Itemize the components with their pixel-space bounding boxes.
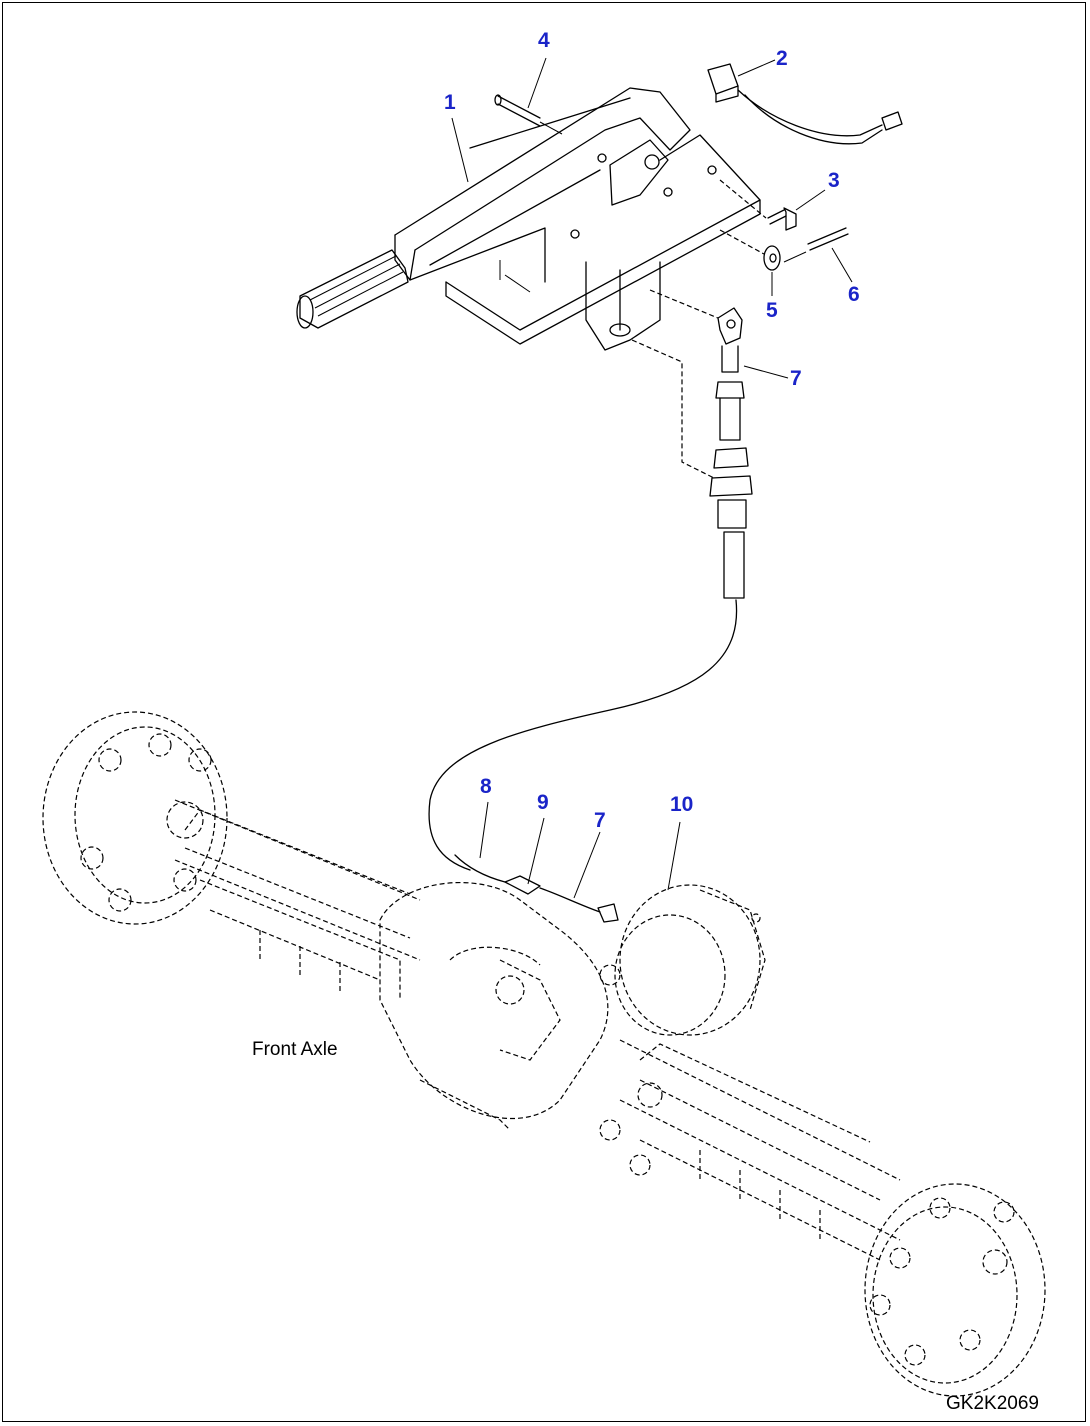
callout-5: 5	[766, 299, 778, 322]
bolt-part	[719, 179, 797, 231]
leader-lines	[451, 57, 853, 899]
cable-clevis	[631, 289, 753, 599]
callout-6: 6	[848, 283, 860, 306]
split-pin-part	[783, 227, 849, 263]
parking-brake-lever	[296, 87, 761, 351]
pin-part	[494, 94, 563, 135]
front-axle-label: Front Axle	[252, 1039, 338, 1060]
callout-9: 9	[537, 791, 549, 814]
brake-cable	[428, 599, 738, 923]
washer-part	[719, 229, 781, 271]
drawing-code: GK2K2069	[946, 1393, 1039, 1414]
callout-4: 4	[538, 29, 550, 52]
callout-8: 8	[480, 775, 492, 798]
callout-1: 1	[444, 91, 456, 114]
front-axle	[42, 711, 1046, 1397]
callout-2: 2	[776, 47, 788, 70]
switch-part	[707, 63, 903, 145]
callout-3: 3	[828, 169, 840, 192]
callout-10: 10	[670, 793, 694, 816]
callout-7-lower: 7	[594, 809, 606, 832]
callout-7-upper: 7	[790, 367, 802, 390]
